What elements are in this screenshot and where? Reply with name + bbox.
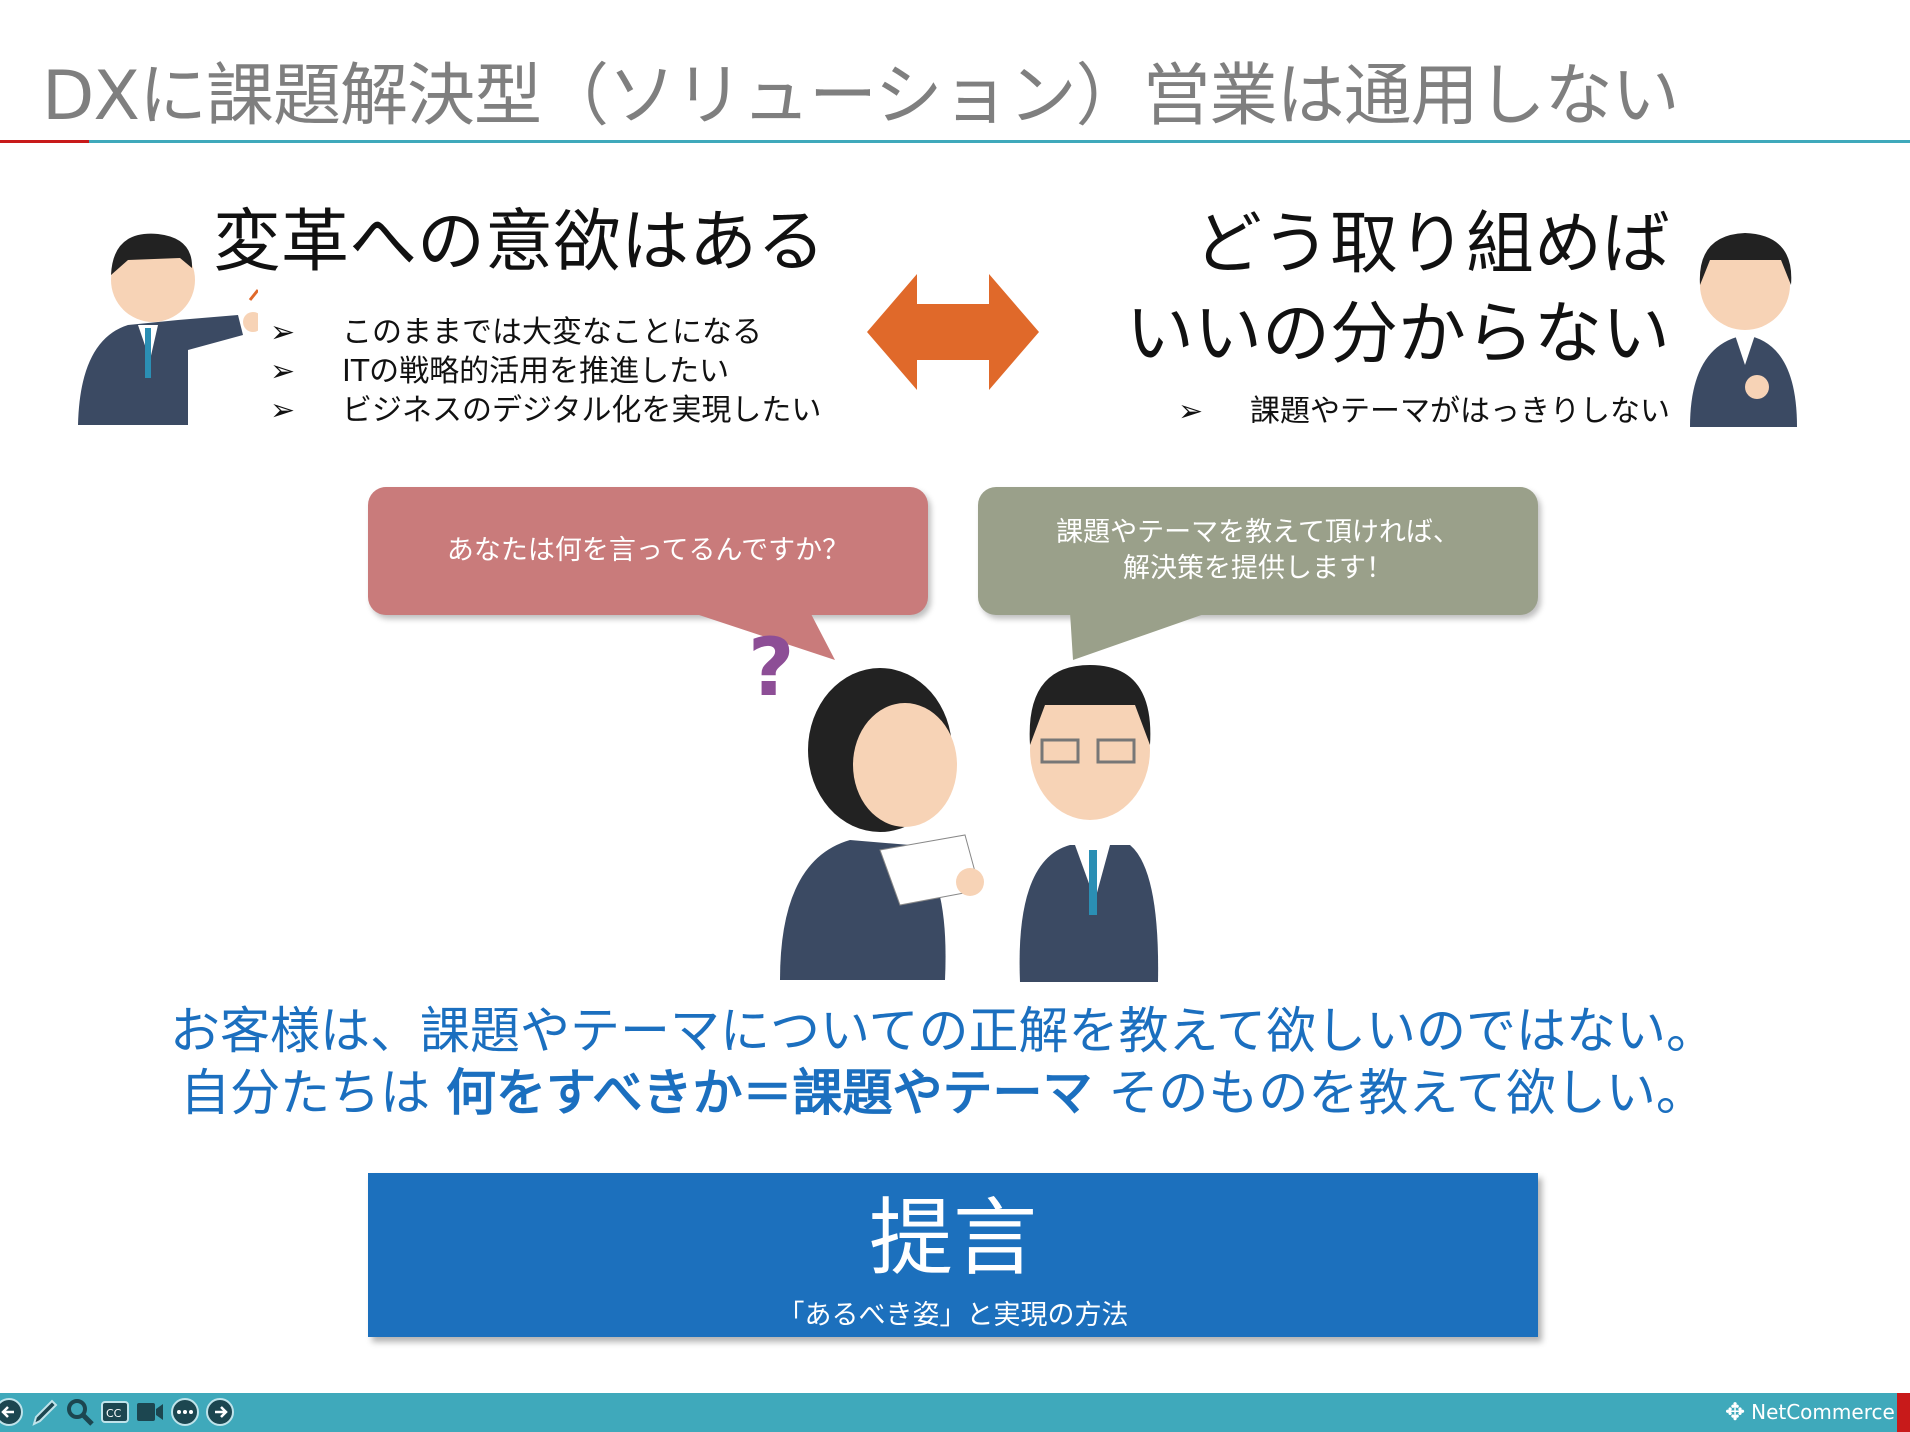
pen-icon[interactable] bbox=[30, 1397, 60, 1427]
speech-bubble-customer: あなたは何を言ってるんですか？ bbox=[368, 487, 928, 615]
arrow-bullet-icon: ➢ bbox=[270, 393, 296, 428]
slide-title: DXに課題解決型（ソリューション）営業は通用しない bbox=[42, 57, 1680, 136]
presentation-toolbar: CC ✥NetCommerce bbox=[0, 1393, 1910, 1432]
back-icon[interactable] bbox=[0, 1397, 24, 1427]
meeting-illustration: ? bbox=[748, 621, 1159, 982]
worried-businessman-illustration bbox=[1690, 233, 1797, 427]
arrow-bullet-icon: ➢ bbox=[1178, 394, 1204, 429]
netcommerce-logo-icon: ✥ bbox=[1725, 1398, 1746, 1426]
more-icon[interactable] bbox=[170, 1397, 200, 1427]
arrow-bullet-icon: ➢ bbox=[270, 354, 296, 389]
bullet-item: ➢このままでは大変なことになる bbox=[270, 315, 762, 350]
title-underline-teal bbox=[89, 140, 1910, 143]
arrow-bullet-icon: ➢ bbox=[270, 315, 296, 350]
speech-bubble-salesperson: 課題やテーマを教えて頂ければ、解決策を提供します！ bbox=[978, 487, 1538, 615]
zoom-icon[interactable] bbox=[65, 1397, 95, 1427]
pointing-businessman-illustration bbox=[78, 233, 258, 425]
left-bullets: ➢このままでは大変なことになる ➢ITの戦略的活用を推進したい ➢ビジネスのデジ… bbox=[270, 313, 821, 430]
svg-text:?: ? bbox=[748, 621, 794, 714]
left-heading: 変革への意欲はある bbox=[213, 203, 826, 282]
right-heading: どう取り組めば いいの分からない bbox=[1125, 205, 1670, 374]
key-message: お客様は、課題やテーマについての正解を教えて欲しいのではない。 自分たちは 何を… bbox=[170, 1002, 1716, 1122]
bubble-tail bbox=[1070, 612, 1210, 660]
captions-icon[interactable]: CC bbox=[100, 1397, 130, 1427]
netcommerce-logo: ✥NetCommerce bbox=[1725, 1398, 1895, 1426]
double-arrow-icon bbox=[867, 274, 1039, 390]
bullet-item: ➢ITの戦略的活用を推進したい bbox=[270, 354, 730, 389]
video-icon[interactable] bbox=[135, 1397, 165, 1427]
title-underline-red bbox=[0, 140, 89, 143]
bubble-tail bbox=[690, 612, 835, 660]
bullet-item: ➢課題やテーマがはっきりしない bbox=[1178, 394, 1670, 429]
right-bullets: ➢課題やテーマがはっきりしない bbox=[1178, 392, 1670, 431]
svg-text:CC: CC bbox=[106, 1407, 122, 1420]
forward-icon[interactable] bbox=[205, 1397, 235, 1427]
footer-red-block bbox=[1897, 1393, 1910, 1432]
proposal-box: 提言 「あるべき姿」と実現の方法 bbox=[368, 1173, 1538, 1337]
bullet-item: ➢ビジネスのデジタル化を実現したい bbox=[270, 393, 822, 428]
